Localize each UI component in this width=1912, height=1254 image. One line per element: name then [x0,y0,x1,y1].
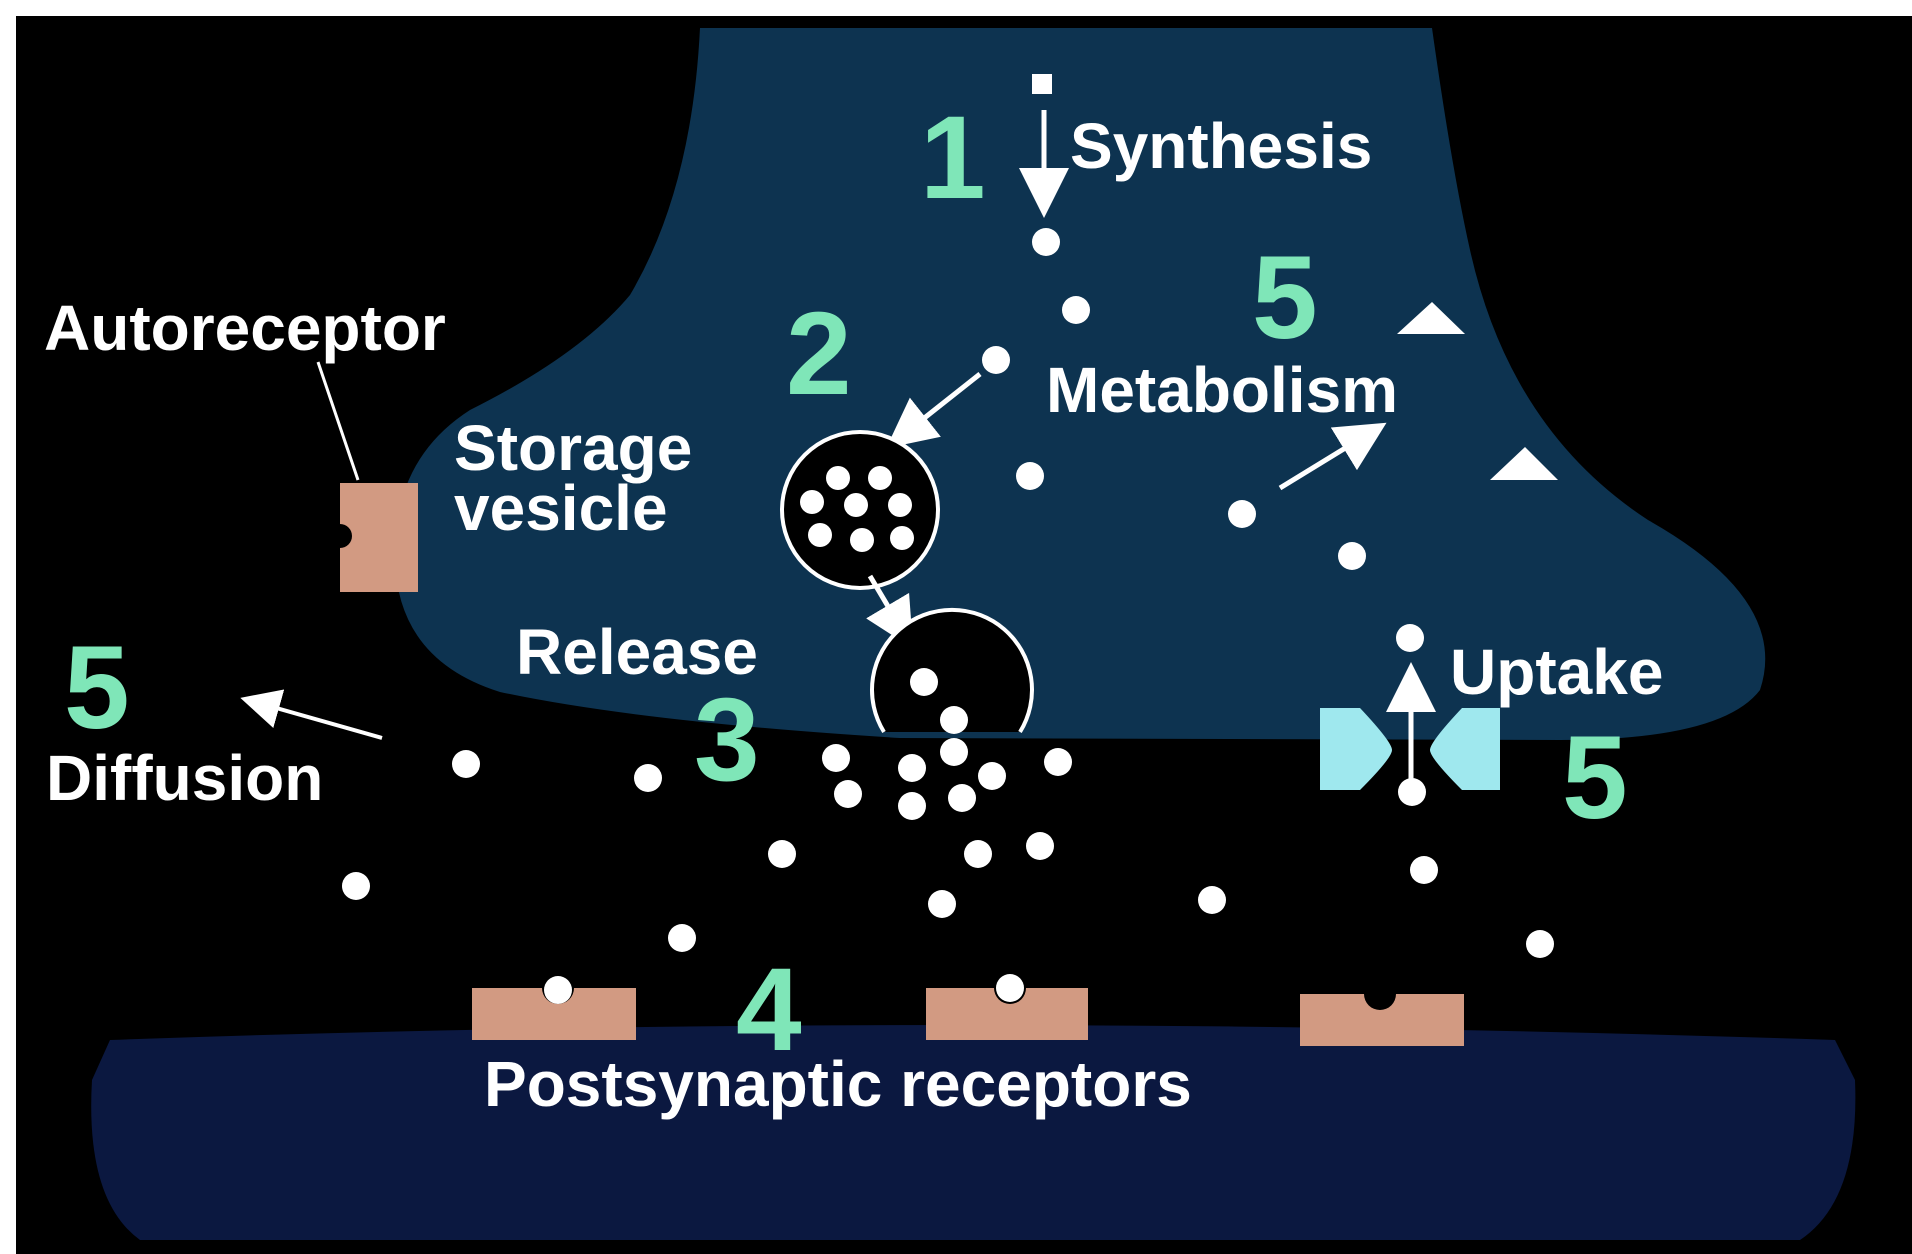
neurotransmitter [996,974,1024,1002]
neurotransmitter [1526,930,1554,958]
neurotransmitter [822,744,850,772]
storage-vesicle-label-line2: vesicle [454,472,668,544]
neurotransmitter [634,764,662,792]
neurotransmitter [1198,886,1226,914]
autoreceptor-label: Autoreceptor [44,292,446,364]
neurotransmitter [1016,462,1044,490]
step-number-3: 3 [694,674,760,806]
step-number-2: 2 [786,288,852,420]
precursor-molecule [1032,74,1052,94]
neurotransmitter [940,738,968,766]
neurotransmitter [834,780,862,808]
step-number-5-diffusion: 5 [64,622,130,754]
neurotransmitter [928,890,956,918]
neurotransmitter [1026,832,1054,860]
metabolism-label: Metabolism [1046,354,1398,426]
step-number-1: 1 [920,92,986,224]
diffusion-label: Diffusion [46,742,323,814]
step-number-5-uptake: 5 [1562,712,1628,844]
uptake-label: Uptake [1450,636,1663,708]
neurotransmitter [1410,856,1438,884]
step-number-5-metabolism: 5 [1252,232,1318,364]
neurotransmitter [982,346,1010,374]
neurotransmitter [668,924,696,952]
neurotransmitter [964,840,992,868]
neurotransmitter [768,840,796,868]
postsynaptic-receptors-label: Postsynaptic receptors [484,1048,1192,1120]
neurotransmitter [544,976,572,1004]
neurotransmitter [910,668,938,696]
neurotransmitter [1044,748,1072,776]
neurotransmitter [1228,500,1256,528]
neurotransmitter [452,750,480,778]
neurotransmitter [898,754,926,782]
neurotransmitter [1062,296,1090,324]
neurotransmitter [1338,542,1366,570]
neurotransmitter [978,762,1006,790]
neurotransmitter [948,784,976,812]
neurotransmitter [1398,778,1426,806]
synthesis-label: Synthesis [1070,110,1372,182]
neurotransmitter [1032,228,1060,256]
neurotransmitter [342,872,370,900]
neurotransmitter [898,792,926,820]
neurotransmitter [940,706,968,734]
neurotransmitter [1396,624,1424,652]
